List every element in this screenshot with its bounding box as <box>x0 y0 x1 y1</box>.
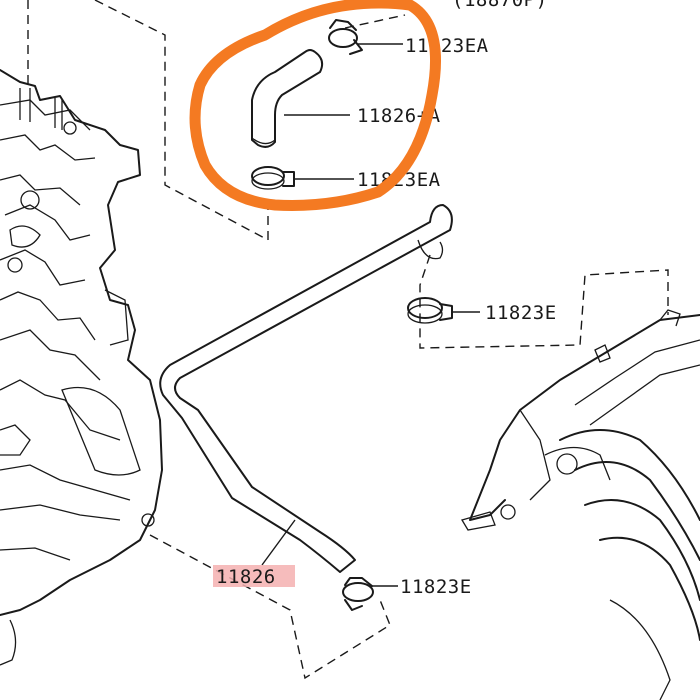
callout-clamp-right[interactable]: 11823E <box>485 302 557 324</box>
highlight-circle <box>189 0 442 211</box>
clamp-bottom-icon <box>342 577 374 611</box>
clamp-top-icon <box>328 19 363 55</box>
callout-clamp-bottom[interactable]: 11823E <box>400 576 472 598</box>
hose-11826 <box>159 204 453 573</box>
reference-lines <box>27 0 669 680</box>
callout-clamp-top[interactable]: 11823EA <box>405 35 489 57</box>
clamp-mid-icon <box>251 166 295 190</box>
part-number-highlight <box>213 565 295 587</box>
callout-top-partial: (18870P) <box>452 0 548 11</box>
engine-block <box>0 69 163 666</box>
intake-manifold <box>461 309 700 700</box>
callout-hose-main[interactable]: 11826 <box>216 566 276 588</box>
leader-lines <box>261 43 480 587</box>
hose-11826A <box>251 49 324 148</box>
callout-hose-small[interactable]: 11826+A <box>357 105 441 127</box>
clamp-right-icon <box>407 297 453 324</box>
